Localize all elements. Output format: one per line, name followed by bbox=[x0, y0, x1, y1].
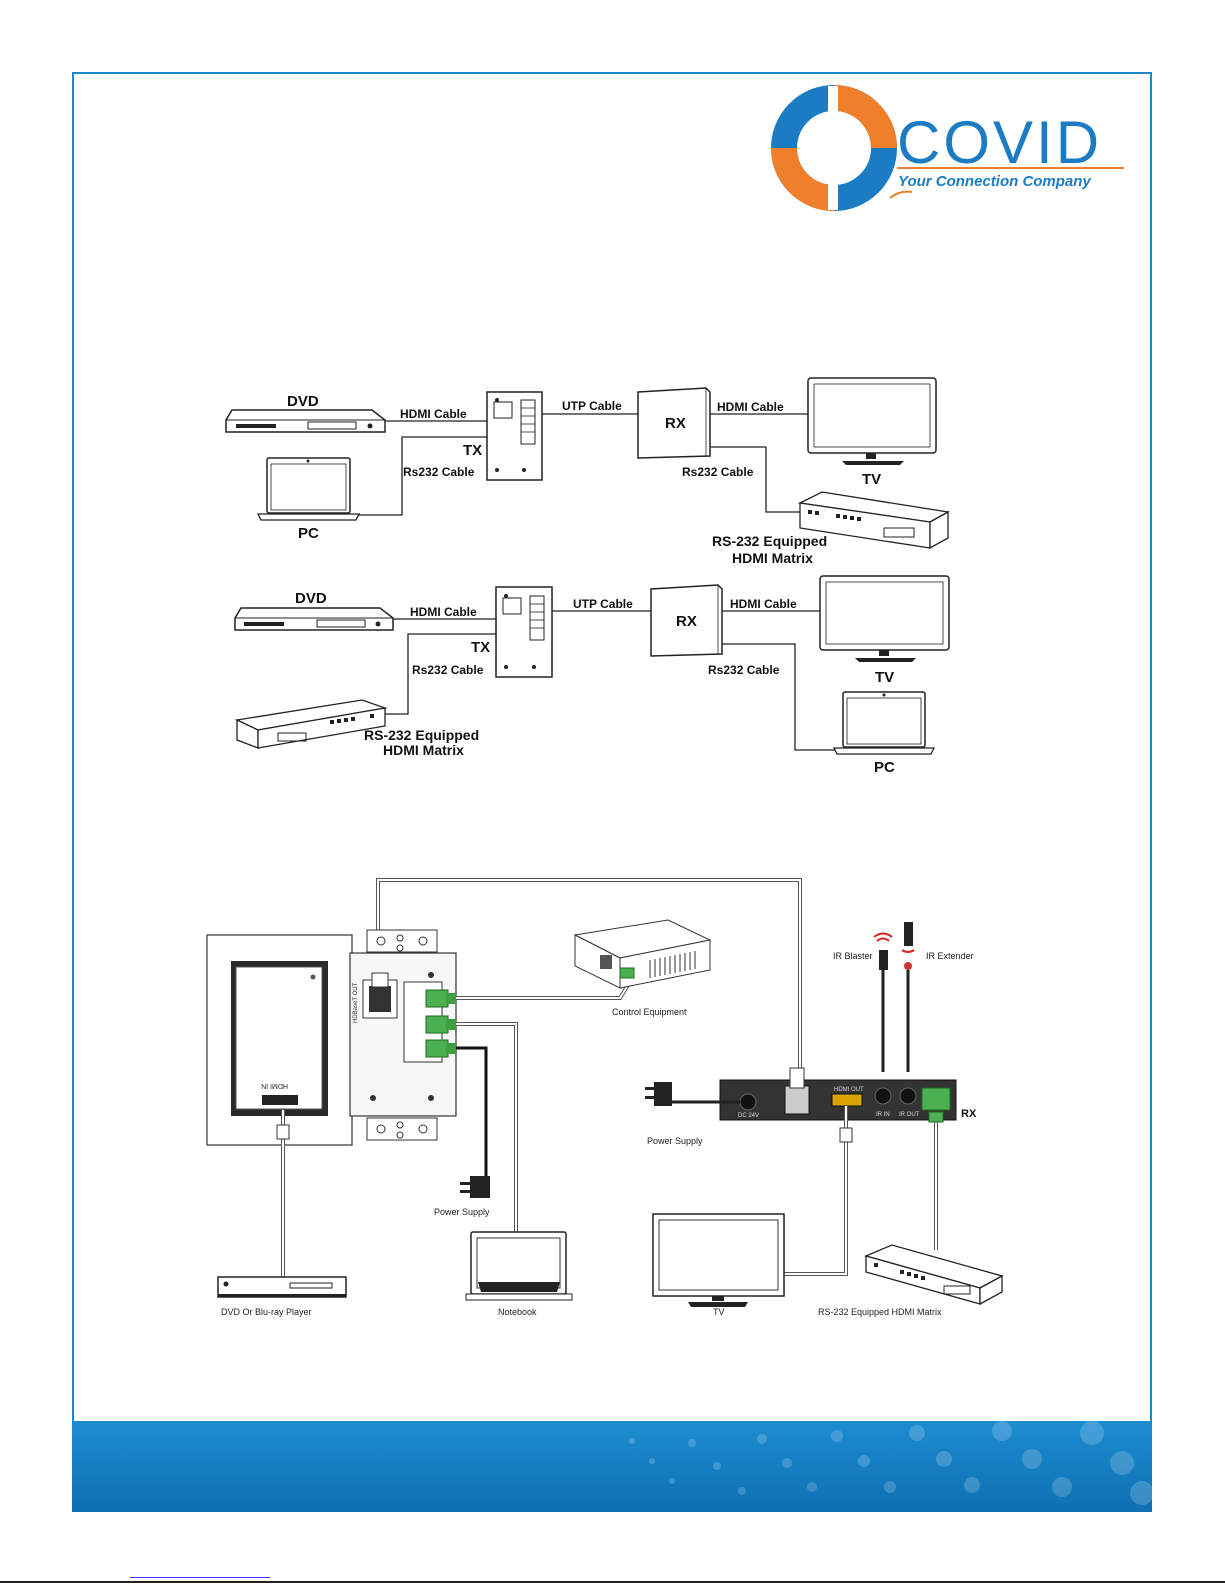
control-equipment bbox=[573, 919, 712, 989]
dvd-player-2 bbox=[234, 607, 394, 631]
rx-hdmi-cable bbox=[784, 1106, 848, 1276]
rx-label-1: RX bbox=[665, 415, 686, 432]
pc-label-1: PC bbox=[298, 525, 319, 542]
hdmi-cable-label-2: HDMI Cable bbox=[410, 605, 477, 619]
diagram-3: HDMI IN HDBaseT OUT bbox=[206, 878, 1004, 1317]
tx-power-supply bbox=[460, 1176, 490, 1198]
rx-label-2: RX bbox=[676, 613, 697, 630]
hdmi-out-label-2: HDMI Cable bbox=[730, 597, 797, 611]
hdmi-out-label-1: HDMI Cable bbox=[717, 400, 784, 414]
tx-power-supply-label: Power Supply bbox=[434, 1207, 490, 1217]
ir-extender-label: IR Extender bbox=[926, 951, 974, 961]
matrix-label-1a: RS-232 Equipped bbox=[712, 533, 827, 549]
rs232-left-label-2: Rs232 Cable bbox=[412, 663, 484, 677]
diagram-2: DVD HDMI Cable TX Rs232 Cable RS-232 Equ… bbox=[234, 575, 950, 776]
tv-3 bbox=[652, 1213, 785, 1307]
tv-label-3: TV bbox=[713, 1307, 725, 1317]
tx-wall-unit: HDBaseT OUT bbox=[349, 929, 457, 1141]
notebook bbox=[465, 1231, 573, 1301]
rx-hdmi-out-label: HDMI OUT bbox=[834, 1087, 864, 1093]
rs232-cable-left-1 bbox=[358, 436, 487, 516]
hdmi-matrix-3 bbox=[864, 1244, 1004, 1306]
dvd-label-1: DVD bbox=[287, 393, 319, 410]
rx-unit-1 bbox=[637, 387, 711, 459]
matrix-label-1b: HDMI Matrix bbox=[732, 550, 813, 566]
logo-swoosh bbox=[889, 190, 913, 199]
rs232-cable-right-2 bbox=[722, 643, 838, 751]
matrix-label-2b: HDMI Matrix bbox=[383, 742, 464, 758]
tx-unit-1 bbox=[486, 391, 543, 481]
rs232-cable-right-1 bbox=[710, 446, 812, 513]
rx-label-3: RX bbox=[961, 1108, 977, 1120]
logo-ring-orange-bottom bbox=[771, 147, 835, 211]
rx-unit-2 bbox=[650, 584, 723, 657]
rx-unit-3: HDMI OUT IR IN IR OUT DC 24V bbox=[719, 1067, 957, 1121]
rx-power-supply bbox=[645, 1082, 740, 1106]
poe-port-label: HDBaseT OUT bbox=[353, 982, 359, 1023]
logo-brand: COVID bbox=[897, 109, 1102, 176]
hdmi-matrix-1 bbox=[797, 491, 950, 550]
footer-band bbox=[72, 1421, 1152, 1512]
control-equipment-label: Control Equipment bbox=[612, 1007, 687, 1017]
matrix-label-2a: RS-232 Equipped bbox=[364, 727, 479, 743]
rs232-left-label-1: Rs232 Cable bbox=[403, 465, 475, 479]
pc-laptop-2 bbox=[832, 691, 936, 755]
utp-label-2: UTP Cable bbox=[573, 597, 633, 611]
rx-ir-in-label: IR IN bbox=[876, 1112, 890, 1118]
logo-tagline: Your Connection Company bbox=[898, 173, 1091, 190]
dvd-label-2: DVD bbox=[295, 590, 327, 607]
tv-1 bbox=[807, 377, 937, 465]
rx-ir-out-label: IR OUT bbox=[899, 1112, 920, 1118]
hdmi-in-port-label: HDMI IN bbox=[261, 1082, 288, 1089]
dvd-bluray-player bbox=[217, 1276, 347, 1298]
rx-dc-label: DC 24V bbox=[738, 1113, 759, 1119]
rs232-right-label-1: Rs232 Cable bbox=[682, 465, 754, 479]
logo-ring-orange-top bbox=[833, 85, 897, 149]
dvd-player-1 bbox=[225, 409, 386, 433]
tv-label-1: TV bbox=[862, 471, 881, 488]
matrix-label-3: RS-232 Equipped HDMI Matrix bbox=[818, 1307, 942, 1317]
hdmi-cable-label-1: HDMI Cable bbox=[400, 407, 467, 421]
rs232-cable-left-2 bbox=[380, 633, 496, 715]
pc-label-2: PC bbox=[874, 759, 895, 776]
ir-blaster-label: IR Blaster bbox=[833, 951, 873, 961]
utp-label-1: UTP Cable bbox=[562, 399, 622, 413]
bottom-rule bbox=[0, 1581, 1225, 1583]
pc-laptop-1 bbox=[256, 457, 361, 521]
hdmi-matrix-2 bbox=[234, 699, 388, 749]
tv-label-2: TV bbox=[875, 669, 894, 686]
ir-extender bbox=[901, 922, 915, 1072]
notebook-label: Notebook bbox=[498, 1307, 537, 1317]
tx-label-1: TX bbox=[463, 442, 482, 459]
tx-power-cable bbox=[456, 1046, 488, 1178]
footer-dots bbox=[629, 1421, 1152, 1505]
wall-plate: HDMI IN bbox=[206, 934, 353, 1146]
company-logo: COVID Your Connection Company bbox=[771, 85, 1124, 211]
bottom-link-underline[interactable] bbox=[130, 1577, 270, 1578]
diagram-1: DVD HDMI Cable TX Rs232 Cable PC bbox=[225, 377, 950, 566]
tv-2 bbox=[819, 575, 950, 662]
tx-unit-2 bbox=[495, 586, 553, 678]
ir-blaster bbox=[873, 932, 893, 1072]
dvd-bluray-label: DVD Or Blu-ray Player bbox=[221, 1307, 312, 1317]
rx-power-supply-label: Power Supply bbox=[647, 1136, 703, 1146]
tx-label-2: TX bbox=[471, 639, 490, 656]
logo-gap bbox=[828, 86, 838, 210]
control-cable bbox=[456, 983, 630, 1000]
rs232-right-label-2: Rs232 Cable bbox=[708, 663, 780, 677]
